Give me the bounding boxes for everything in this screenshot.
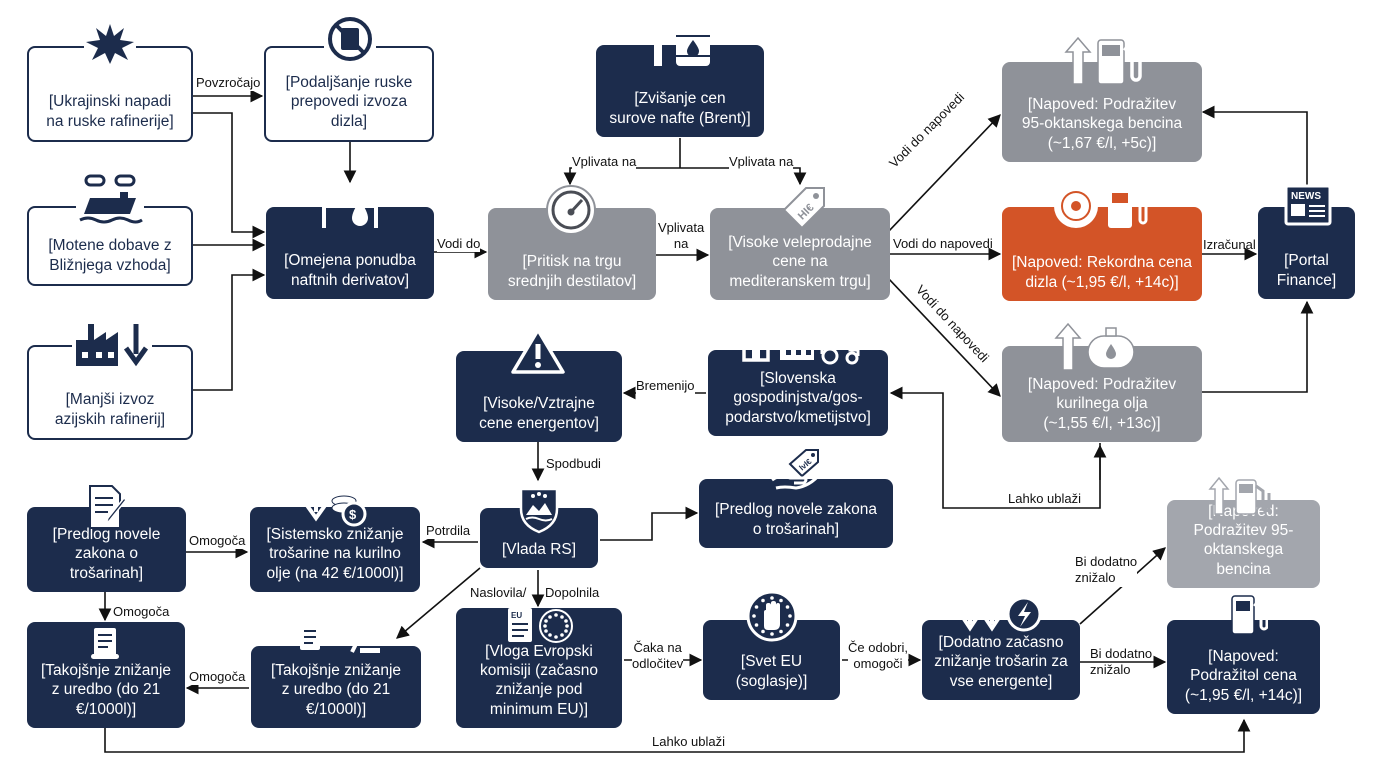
hand-tag-icon: lvl€ [771,449,822,490]
newspaper-icon: NEWS [1284,184,1332,226]
edge-label-povzrocajo: Povzročajo [196,75,261,92]
node-wholesale-prices: [Visoke veleprodajne cene na mediteransk… [710,208,890,300]
price-tag-icon: HI€ [782,187,825,230]
edge-pheat-economy [889,386,1101,509]
edge-label-dopolnila: Dopolnila [545,585,600,602]
edge-label-vplivata-na-2: Vplivata na [729,154,794,171]
edge-label-lahko-ublazi-2: Lahko ublaži [652,734,725,751]
fuel-pump-up-icon [1208,476,1271,515]
down-coins-icon: $ [304,486,367,527]
edge-label-omogoca-2: Omogoča [113,604,170,621]
explosion-icon [84,24,136,66]
node-slovenian-economy: [Slovenska gospodinjstva/gos- podarstvo/… [708,350,888,436]
edge-label-vplivata-na-3: Vplivata na [658,220,705,252]
edge-label-omogoca-1: Omogoča [189,533,246,550]
node-forecast-95-second: [Napoved: Podražitev 95- oktanskega benc… [1167,500,1320,588]
warning-icon [511,328,565,374]
edge-label-izracunal: Izračunal [1203,237,1256,252]
node-proposal-right: [Predlog novele zakona o trošarinah] [699,479,893,548]
node-eu-application: [Vloga Evropski komisiji (začasno znižan… [456,608,622,728]
svg-text:$: $ [349,507,357,522]
house-factory-tractor-icon [736,326,860,365]
node-forecast-price: [Napoved: Podražitəl cena (~1,95 €/l, +1… [1167,620,1320,714]
node-additional-reduction: [Dodatno začasno znižanje trošarin za vs… [922,620,1080,700]
edge-label-vodi-do-napovedi-2: Vodi do napovedi [893,236,993,251]
document-pen-icon [89,485,128,529]
eu-hand-icon [746,590,798,642]
factory-down-icon [72,324,152,370]
edge-ukr-supply [193,112,266,239]
edge-label-bi-dodatno-1: Bi dodatno znižalo [1075,554,1138,587]
svg-text:NEWS: NEWS [1291,191,1321,202]
edge-label-vodi-do: Vodi do [437,236,481,253]
edge-label-omogoca-3: Omogoča [189,669,246,686]
edge-label-vplivata-na-1: Vplivata na [572,154,637,171]
edge-gov-prop2 [600,506,699,541]
node-immediate-reduction-left: [Takojšnje znižanje z uredbo (do 21 €/10… [27,622,185,728]
node-russian-diesel-ban: [Podaljšanje ruske prepovedi izvoza dizl… [264,46,434,142]
edge-brent-pressure [563,167,680,186]
node-forecast-diesel: [Napoved: Rekordna cena dizla (~1,95 €/l… [1002,207,1202,301]
slovenia-coat-of-arms-icon [519,487,559,534]
edge-wholesale-pheat [887,277,1001,397]
gauge-icon [546,185,596,235]
node-forecast-heating-oil: [Napoved: Podražitev kurilnega olja (~1,… [1002,346,1202,442]
barrel-up-icon [648,22,710,66]
node-immediate-reduction-right: [Takojšnje znižanje z uredbo (do 21 €/10… [251,646,421,728]
edge-label-naslovila: Naslovila/ [470,585,527,602]
edge-pheat-portal [1201,300,1314,393]
record-fuel-icon [1054,184,1148,228]
node-forecast-95: [Napoved: Podražitev 95-oktanskega benci… [1002,62,1202,162]
edge-portal-p95 [1201,105,1308,208]
node-distillate-pressure: [Pritisk na trgu srednjih destilatov] [488,208,656,300]
node-middle-east-supply: [Motene dobave z Bližnjega vzhoda] [27,206,193,286]
edge-imm1-pprice [104,718,1251,753]
edge-label-bi-dodatno-2: Bi dodatno znižalo [1090,646,1153,678]
no-barrel-icon [324,17,376,62]
edge-label-spodbudi: Spodbudi [546,456,601,473]
node-limited-supply: [Omejena ponudba naftnih derivatov] [266,207,434,299]
scroll-icon [91,628,119,659]
edge-gov-imm2 [396,567,481,639]
down-arrows-bolt-icon [960,596,1042,632]
edge-label-potrdila: Potrdila [426,523,471,540]
edge-label-ce-odobri: Če odobri, omogoči [848,640,908,673]
ship-broken-chain-icon [76,174,144,230]
edge-label-lahko-ublazi-1: Lahko ublaži [1008,491,1081,508]
fuel-pump-up-icon [1064,36,1142,85]
edge-brent-wholesale [680,167,807,186]
eu-document-icon: EU [508,608,573,643]
edge-wholesale-p95 [887,114,1001,233]
fuel-pump-icon [1231,595,1268,635]
oil-drop-icon [322,186,378,228]
edge-asia-supply [193,268,266,391]
svg-text:EU: EU [511,611,522,620]
node-proposal-left: [Predlog novele zakona o trošarinah] [27,507,186,592]
edge-label-caka-na: Čaka na odločitev [632,640,684,673]
scroll-gavel-icon [300,622,380,653]
edge-label-bremenijo: Bremenijo [636,378,695,395]
tank-up-icon [1054,322,1135,371]
node-systemic-reduction: [Sistemsko znižanje trošarine na kurilno… [250,507,420,592]
